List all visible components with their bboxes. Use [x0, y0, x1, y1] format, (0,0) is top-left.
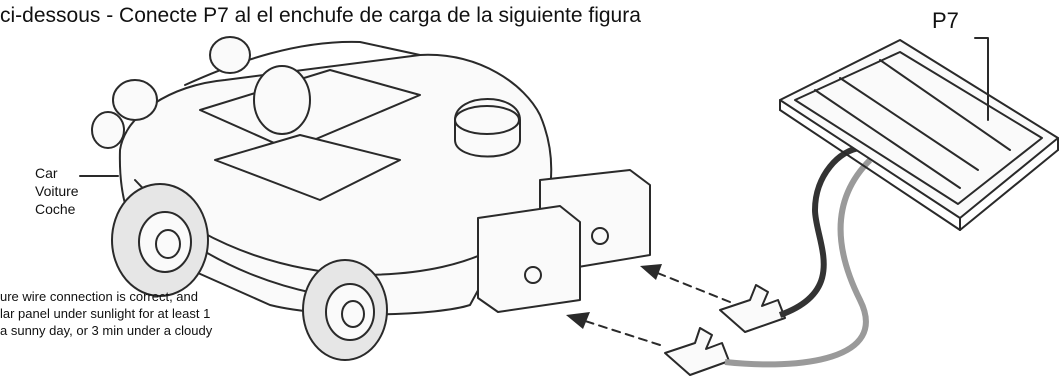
car-label-fr: Voiture	[35, 183, 79, 199]
instruction-header: ci-dessous - Conecte P7 al el enchufe de…	[0, 4, 641, 27]
charging-note: ure wire connection is correct, and lar …	[0, 288, 330, 339]
wire-clips	[664, 284, 786, 376]
p7-leader-line	[974, 37, 989, 121]
connection-arrows	[566, 264, 731, 346]
solar-panel-p7	[779, 39, 1059, 231]
car-label: Car Voiture Coche	[35, 164, 79, 218]
note-line: ure wire connection is correct, and	[0, 289, 198, 304]
toy-car	[91, 36, 553, 316]
black-wire	[778, 145, 861, 318]
car-label-es: Coche	[35, 201, 76, 217]
gray-wire	[724, 157, 873, 368]
charging-plug	[477, 169, 651, 313]
wheel-front-right	[302, 259, 388, 361]
wheel-front-left	[111, 183, 209, 297]
p7-label: P7	[932, 8, 959, 33]
car-label-en: Car	[35, 165, 58, 181]
note-line: lar panel under sunlight for at least 1	[0, 306, 211, 321]
note-line: a sunny day, or 3 min under a cloudy	[0, 323, 213, 338]
